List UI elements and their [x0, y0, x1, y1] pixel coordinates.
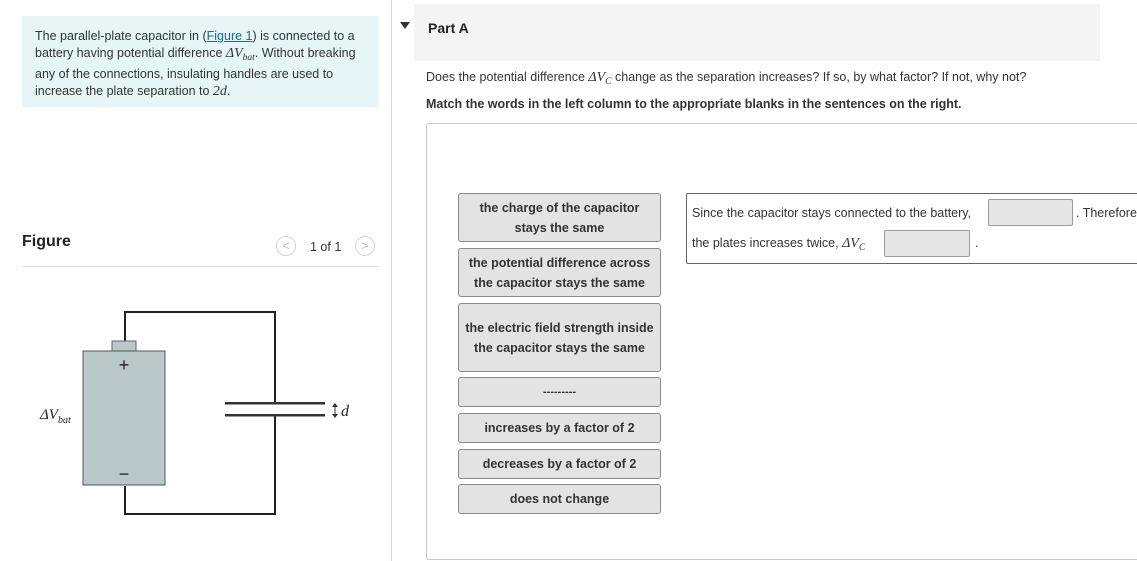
battery-plus-label: +	[119, 355, 130, 375]
sentence-text: Since the capacitor stays connected to t…	[692, 206, 972, 220]
answer-tile[interactable]: the charge of the capacitor stays the sa…	[458, 193, 661, 242]
answer-tile[interactable]: the potential difference across the capa…	[458, 248, 661, 297]
capacitor-plate-bottom	[225, 414, 325, 417]
next-figure-button[interactable]: >	[355, 236, 375, 256]
question-text: Does the potential difference ΔVC change…	[426, 70, 1026, 87]
sentence-text: .	[975, 236, 979, 250]
arrowhead-down-icon	[332, 414, 338, 418]
sentence-fragment: the plates increases twice,	[692, 236, 843, 250]
answer-tile[interactable]: ---------	[458, 377, 661, 407]
wire-top	[124, 311, 276, 404]
answer-tile[interactable]: increases by a factor of 2	[458, 413, 661, 443]
vbat-symbol: ΔVbat	[225, 45, 255, 63]
figure-divider	[22, 266, 379, 267]
chevron-right-icon: >	[361, 238, 369, 253]
problem-text: . Without breaking any of the connection…	[35, 45, 356, 98]
answer-blank[interactable]	[988, 199, 1073, 226]
sentence-text: the plates increases twice, ΔVC	[692, 236, 865, 253]
question-part: Does the potential difference	[426, 70, 589, 84]
vc-symbol: ΔVC	[588, 70, 612, 87]
figure-link[interactable]: Figure 1	[206, 29, 253, 43]
d-label: d	[341, 403, 350, 420]
problem-statement: The parallel-plate capacitor in (Figure …	[22, 16, 379, 107]
problem-text-end: .	[226, 83, 231, 98]
arrowhead-up-icon	[332, 403, 338, 407]
chevron-left-icon: <	[282, 238, 290, 253]
battery-minus-label: −	[119, 464, 130, 484]
answer-tile[interactable]: does not change	[458, 484, 661, 514]
problem-text: ) is connected to a battery having poten…	[35, 29, 355, 60]
battery-terminal	[111, 340, 137, 352]
figure-pager: 1 of 1	[310, 240, 342, 254]
capacitor-plate-top	[225, 402, 325, 405]
panel-divider	[391, 0, 392, 561]
collapse-caret-icon[interactable]	[400, 22, 410, 29]
part-header[interactable]	[414, 4, 1100, 61]
question-part: change as the separation increases? If s…	[611, 70, 1027, 84]
instructions: Match the words in the left column to th…	[426, 97, 962, 111]
wire-bottom	[124, 414, 276, 515]
battery-icon	[82, 350, 166, 486]
separation-value: 2d	[212, 83, 227, 99]
figure-title: Figure	[22, 233, 71, 250]
circuit-diagram: + − ΔVbat d	[39, 311, 350, 515]
answer-tile[interactable]: decreases by a factor of 2	[458, 449, 661, 479]
vbat-label: ΔVbat	[39, 407, 71, 426]
problem-text: The parallel-plate capacitor in (	[35, 29, 207, 43]
part-title[interactable]: Part A	[428, 20, 469, 36]
vc-symbol: ΔVC	[842, 236, 866, 253]
sentence-text: . Therefore	[1076, 206, 1137, 220]
previous-figure-button[interactable]: <	[276, 236, 296, 256]
answer-blank[interactable]	[884, 230, 970, 257]
sentence-box: Since the capacitor stays connected to t…	[686, 193, 1137, 264]
matching-workarea	[426, 123, 1137, 560]
answer-tile[interactable]: the electric field strength inside the c…	[458, 303, 661, 372]
